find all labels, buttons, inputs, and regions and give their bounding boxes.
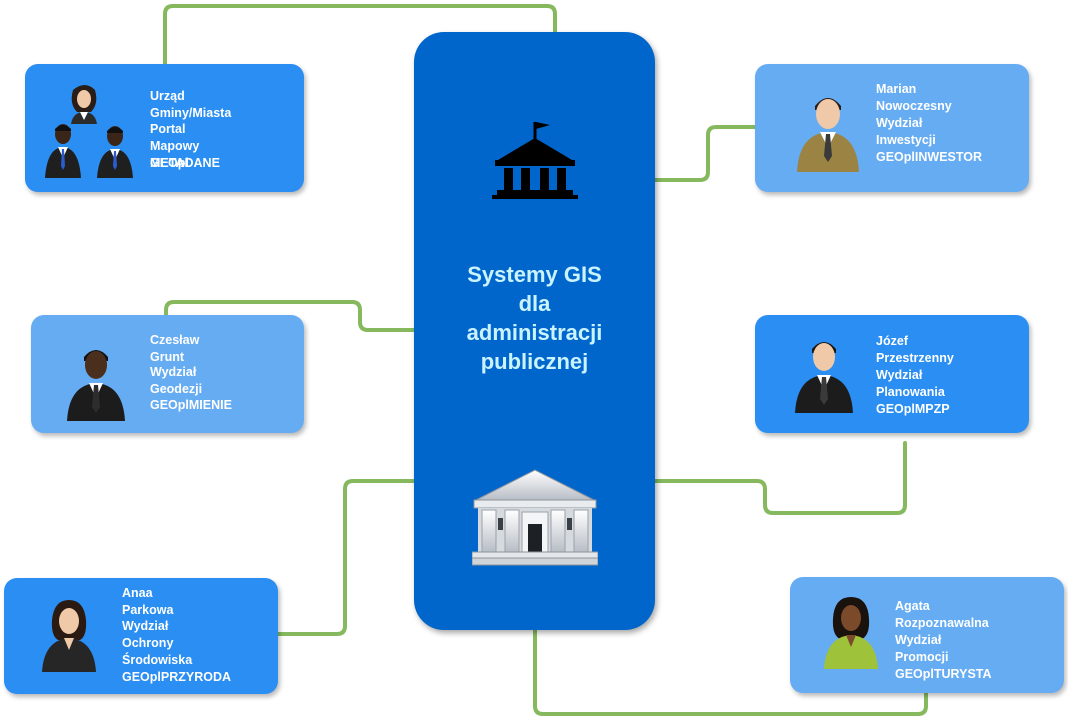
- man-dark-suit-icon: [795, 342, 853, 413]
- card-line-department: Wydział Inwestycji: [876, 116, 936, 147]
- woman-green-suit-icon: [824, 597, 878, 669]
- man-tan-suit-icon: [797, 98, 859, 172]
- man-dark-suit-icon: [67, 350, 125, 421]
- woman-dark-suit-icon: [42, 600, 96, 672]
- card-line-department: Wydział Planowania: [876, 368, 945, 399]
- card-line-department: Wydział Geodezji: [150, 365, 203, 396]
- card-line-system: GEOplTURYSTA: [895, 667, 992, 681]
- center-title: Systemy GIS dla administracji publicznej: [466, 262, 603, 374]
- classical-building-icon: [472, 469, 598, 566]
- connector-gmina: [163, 4, 557, 66]
- connector-ochrona: [276, 479, 416, 636]
- card-ochrona: Anaa Parkowa Wydział Ochrony Środowiska …: [4, 578, 278, 694]
- people-group-icon: [45, 85, 133, 178]
- center-panel: Systemy GIS dla administracji publicznej: [414, 32, 655, 630]
- card-line-system: GEOplPRZYRODA: [122, 670, 232, 684]
- connector-planowanie: [653, 441, 907, 515]
- card-geodezja: Czesław Grunt Wydział Geodezji GEOplMIEN…: [31, 315, 304, 433]
- card-promocja: Agata Rozpoznawalna Wydział Promocji GEO…: [790, 577, 1064, 693]
- card-line-institution: Urząd Gminy/Miasta: [150, 89, 232, 120]
- card-gmina: Urząd Gminy/Miasta Portal Mapowy GEOpl M…: [25, 64, 304, 192]
- connector-inwestycje: [653, 125, 757, 182]
- card-line-portal: Portal Mapowy GEOpl: [150, 122, 200, 170]
- card-line-system: METADANE: [150, 156, 220, 170]
- card-line-system: GEOplINWESTOR: [876, 150, 983, 164]
- card-line-department: Wydział Ochrony Środowiska: [122, 619, 193, 667]
- card-line-department: Wydział Promocji: [895, 633, 949, 664]
- card-planowanie: Józef Przestrzenny Wydział Planowania GE…: [755, 315, 1029, 433]
- connector-promocja: [533, 628, 928, 716]
- card-line-system: GEOplMIENIE: [150, 398, 232, 412]
- connector-geodezja: [164, 300, 416, 332]
- card-line-person: Marian Nowoczesny: [876, 82, 952, 113]
- card-line-person: Agata Rozpoznawalna: [895, 599, 989, 630]
- card-line-person: Anaa Parkowa: [122, 586, 174, 617]
- card-line-person: Czesław Grunt: [150, 333, 200, 364]
- card-line-person: Józef Przestrzenny: [876, 334, 954, 365]
- government-building-icon: [492, 122, 578, 199]
- card-inwestycje: Marian Nowoczesny Wydział Inwestycji GEO…: [755, 64, 1029, 192]
- card-line-system: GEOplMPZP: [876, 402, 950, 416]
